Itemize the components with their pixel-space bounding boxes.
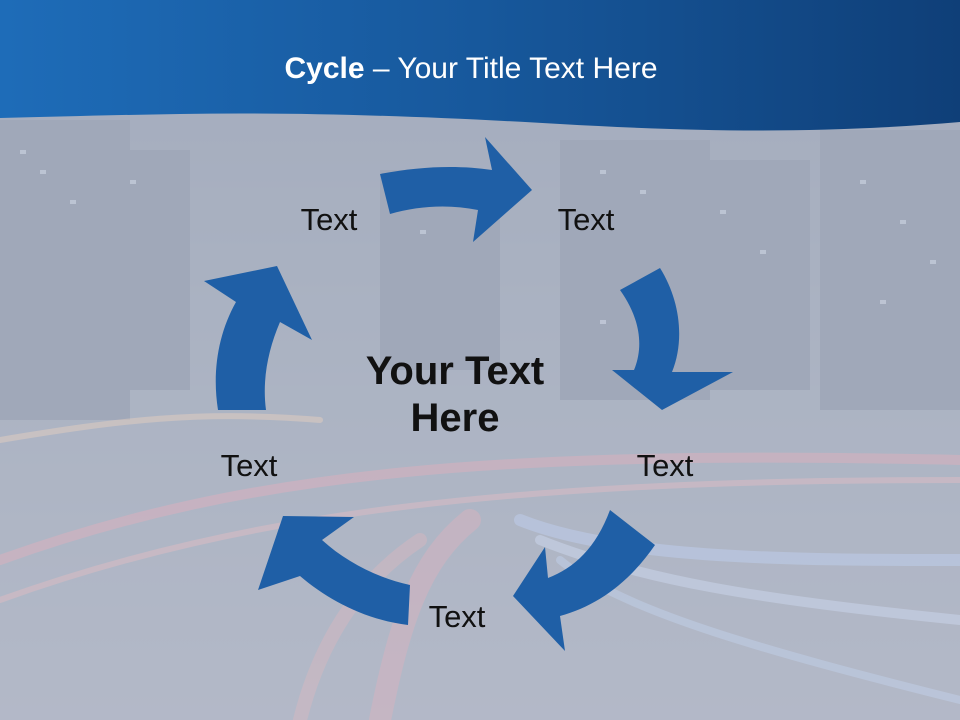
slide-title: Cycle – Your Title Text Here	[0, 52, 942, 86]
cycle-arrows	[204, 137, 733, 651]
cycle-node-left: Text	[220, 448, 278, 483]
cycle-node-bottom: Text	[428, 599, 486, 634]
cycle-arrow-right	[612, 268, 733, 410]
cycle-node-right: Text	[636, 448, 694, 483]
title-bold: Cycle	[284, 52, 365, 85]
cycle-arrow-left	[204, 266, 312, 410]
cycle-arrow-top	[380, 137, 532, 242]
cycle-arrow-bottom-left	[258, 516, 410, 625]
center-text-line2: Here	[410, 396, 500, 440]
center-text-line1: Your Text	[365, 348, 545, 393]
title-rest: – Your Title Text Here	[364, 52, 658, 85]
cycle-arrow-bottom-right	[513, 510, 655, 651]
cycle-node-top-right: Text	[557, 202, 615, 237]
center-text: Your Text Here	[335, 348, 575, 442]
cycle-node-top-left: Text	[300, 202, 358, 237]
